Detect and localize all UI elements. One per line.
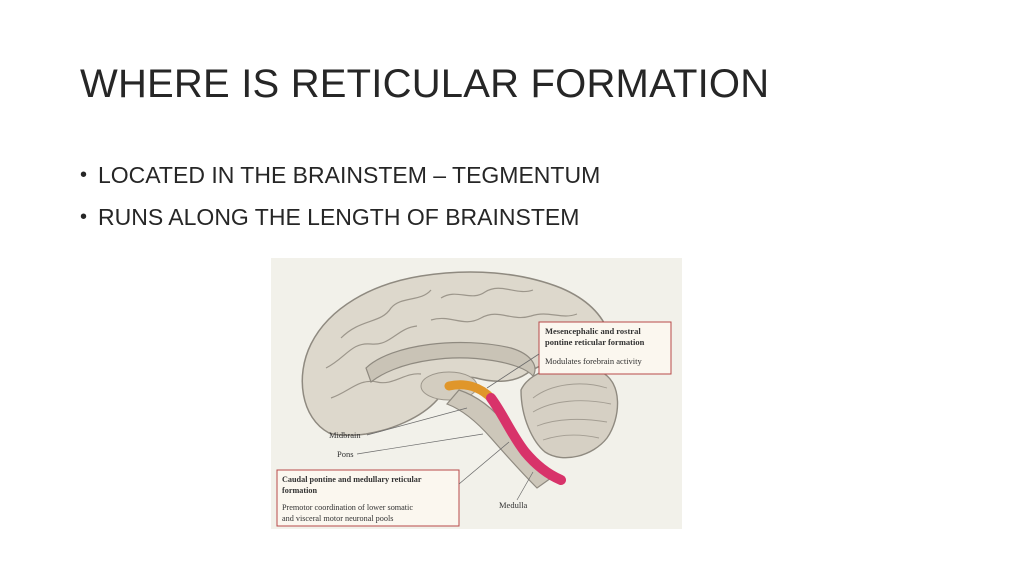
- lower-label-title-2: formation: [282, 486, 317, 495]
- bullet-item: • RUNS ALONG THE LENGTH OF BRAINSTEM: [80, 196, 600, 238]
- cerebellum: [521, 366, 618, 457]
- upper-label-title-2: pontine reticular formation: [545, 337, 645, 347]
- lower-label-desc-1: Premotor coordination of lower somatic: [282, 503, 413, 512]
- bullet-text: LOCATED IN THE BRAINSTEM – TEGMENTUM: [98, 154, 600, 196]
- bullet-symbol: •: [80, 196, 98, 238]
- slide-title: WHERE IS RETICULAR FORMATION: [80, 62, 769, 107]
- bullet-symbol: •: [80, 154, 98, 196]
- label-midbrain: Midbrain: [329, 430, 361, 440]
- brain-illustration: Mesencephalic and rostral pontine reticu…: [271, 258, 682, 529]
- bullet-text: RUNS ALONG THE LENGTH OF BRAINSTEM: [98, 196, 579, 238]
- bullet-item: • LOCATED IN THE BRAINSTEM – TEGMENTUM: [80, 154, 600, 196]
- upper-label-desc: Modulates forebrain activity: [545, 356, 643, 366]
- upper-label-title-1: Mesencephalic and rostral: [545, 326, 641, 336]
- label-pons: Pons: [337, 449, 354, 459]
- bullet-list: • LOCATED IN THE BRAINSTEM – TEGMENTUM •…: [80, 154, 600, 238]
- lower-label-desc-2: and visceral motor neuronal pools: [282, 514, 393, 523]
- label-medulla: Medulla: [499, 500, 528, 510]
- lower-label-title-1: Caudal pontine and medullary reticular: [282, 475, 422, 484]
- pons-leader-line: [357, 434, 483, 454]
- brain-sagittal-figure: Mesencephalic and rostral pontine reticu…: [271, 258, 682, 529]
- lower-leader-line: [459, 442, 509, 484]
